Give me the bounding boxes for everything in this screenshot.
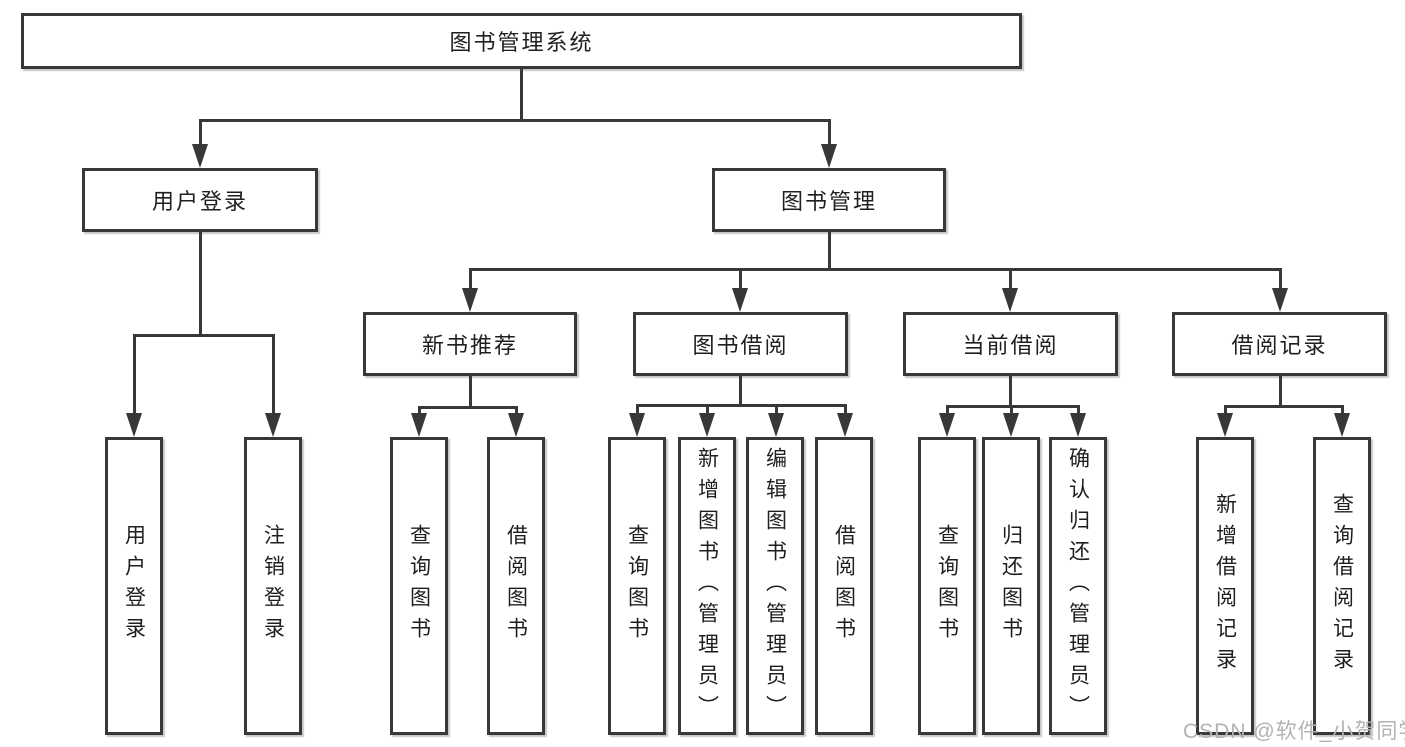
arrow-to-leaf-login-icon <box>126 413 142 437</box>
leaf-current-return-books-label: 归还图书 <box>999 524 1023 648</box>
connector-user-login-stem <box>198 232 202 336</box>
leaf-current-confirm-return-admin: 确认归还（管理员） <box>1049 437 1107 735</box>
leaf-current-confirm-return-admin-label: 确认归还（管理员） <box>1066 446 1090 726</box>
arrow-to-cb-query-icon <box>939 413 955 437</box>
node-new-book-recommend-label: 新书推荐 <box>421 333 518 358</box>
connector-borrow-records-bar <box>1223 405 1344 408</box>
arrow-to-bb-borrow-icon <box>837 413 853 437</box>
leaf-user-login-label: 用户登录 <box>122 524 146 648</box>
connector-to-bb-borrow <box>843 404 847 415</box>
connector-to-nb-borrow <box>514 406 518 415</box>
connector-to-rec-query <box>1340 405 1344 415</box>
leaf-current-query-books-label: 查询图书 <box>935 524 959 648</box>
leaf-current-return-books: 归还图书 <box>982 437 1040 735</box>
node-book-borrow: 图书借阅 <box>633 312 848 376</box>
node-library-system: 图书管理系统 <box>21 13 1022 69</box>
node-book-management-label: 图书管理 <box>780 189 877 214</box>
connector-to-leaf-logout <box>271 334 275 414</box>
connector-to-cb-confirm <box>1076 405 1080 415</box>
connector-borrow-records-stem <box>1278 376 1282 408</box>
csdn-watermark: CSDN @软件_小贺同学 <box>1183 720 1405 743</box>
node-book-management: 图书管理 <box>712 168 946 232</box>
connector-current-borrow-stem <box>1008 376 1012 408</box>
connector-to-user-login <box>198 119 202 146</box>
arrow-to-leaf-logout-icon <box>265 413 281 437</box>
connector-to-bb-add <box>705 404 709 415</box>
leaf-logout-label: 注销登录 <box>261 524 285 648</box>
connector-current-borrow-bar <box>945 405 1080 408</box>
node-library-system-label: 图书管理系统 <box>449 30 594 55</box>
leaf-newbooks-borrow-books: 借阅图书 <box>487 437 545 735</box>
leaf-records-add-record-label: 新增借阅记录 <box>1213 493 1237 679</box>
connector-to-new-books <box>468 268 472 290</box>
connector-to-current-borrow <box>1008 268 1012 290</box>
leaf-records-add-record: 新增借阅记录 <box>1196 437 1254 735</box>
leaf-logout: 注销登录 <box>244 437 302 735</box>
arrow-to-rec-add-icon <box>1217 413 1233 437</box>
leaf-borrow-borrow-books: 借阅图书 <box>815 437 873 735</box>
node-borrow-records: 借阅记录 <box>1172 312 1387 376</box>
connector-to-borrow-records <box>1278 268 1282 290</box>
connector-to-bb-edit <box>774 404 778 415</box>
connector-to-bb-query <box>635 404 639 415</box>
connector-book-mgmt-bar <box>468 268 1282 271</box>
leaf-borrow-query-books: 查询图书 <box>608 437 666 735</box>
leaf-borrow-edit-books-admin-label: 编辑图书（管理员） <box>763 446 787 726</box>
connector-to-cb-query <box>945 405 949 415</box>
connector-root-stem <box>519 69 523 121</box>
node-current-borrow: 当前借阅 <box>903 312 1118 376</box>
node-book-borrow-label: 图书借阅 <box>692 333 789 358</box>
node-user-login-label: 用户登录 <box>151 189 248 214</box>
arrow-to-new-books-icon <box>462 288 478 312</box>
connector-book-borrow-stem <box>738 376 742 407</box>
arrow-to-bb-add-icon <box>699 413 715 437</box>
leaf-newbooks-query-books-label: 查询图书 <box>407 524 431 648</box>
node-user-login: 用户登录 <box>82 168 318 232</box>
leaf-user-login: 用户登录 <box>105 437 163 735</box>
connector-book-mgmt-stem <box>827 232 831 271</box>
connector-new-books-stem <box>468 376 472 409</box>
leaf-records-query-record: 查询借阅记录 <box>1313 437 1371 735</box>
leaf-newbooks-query-books: 查询图书 <box>390 437 448 735</box>
arrow-to-borrow-records-icon <box>1272 288 1288 312</box>
node-borrow-records-label: 借阅记录 <box>1231 333 1328 358</box>
node-new-book-recommend: 新书推荐 <box>363 312 577 376</box>
leaf-borrow-add-books-admin: 新增图书（管理员） <box>678 437 736 735</box>
connector-to-book-borrow <box>738 268 742 290</box>
connector-new-books-bar <box>417 406 518 409</box>
node-current-borrow-label: 当前借阅 <box>962 333 1059 358</box>
arrow-to-nb-query-icon <box>411 413 427 437</box>
connector-user-login-bar <box>132 334 275 337</box>
connector-root-bar <box>198 119 831 122</box>
connector-to-book-mgmt <box>827 119 831 146</box>
arrow-to-bb-edit-icon <box>768 413 784 437</box>
arrow-to-bb-query-icon <box>629 413 645 437</box>
connector-to-cb-return <box>1009 405 1013 415</box>
leaf-borrow-borrow-books-label: 借阅图书 <box>832 524 856 648</box>
leaf-records-query-record-label: 查询借阅记录 <box>1330 493 1354 679</box>
arrow-to-user-login-icon <box>192 144 208 168</box>
leaf-current-query-books: 查询图书 <box>918 437 976 735</box>
arrow-to-book-borrow-icon <box>732 288 748 312</box>
connector-to-rec-add <box>1223 405 1227 415</box>
leaf-borrow-add-books-admin-label: 新增图书（管理员） <box>695 446 719 726</box>
leaf-borrow-edit-books-admin: 编辑图书（管理员） <box>746 437 804 735</box>
leaf-borrow-query-books-label: 查询图书 <box>625 524 649 648</box>
arrow-to-cb-return-icon <box>1003 413 1019 437</box>
arrow-to-rec-query-icon <box>1334 413 1350 437</box>
connector-book-borrow-bar <box>635 404 847 407</box>
connector-to-nb-query <box>417 406 421 415</box>
arrow-to-book-mgmt-icon <box>821 144 837 168</box>
connector-to-leaf-login <box>132 334 136 414</box>
arrow-to-nb-borrow-icon <box>508 413 524 437</box>
leaf-newbooks-borrow-books-label: 借阅图书 <box>504 524 528 648</box>
arrow-to-current-borrow-icon <box>1002 288 1018 312</box>
arrow-to-cb-confirm-icon <box>1070 413 1086 437</box>
